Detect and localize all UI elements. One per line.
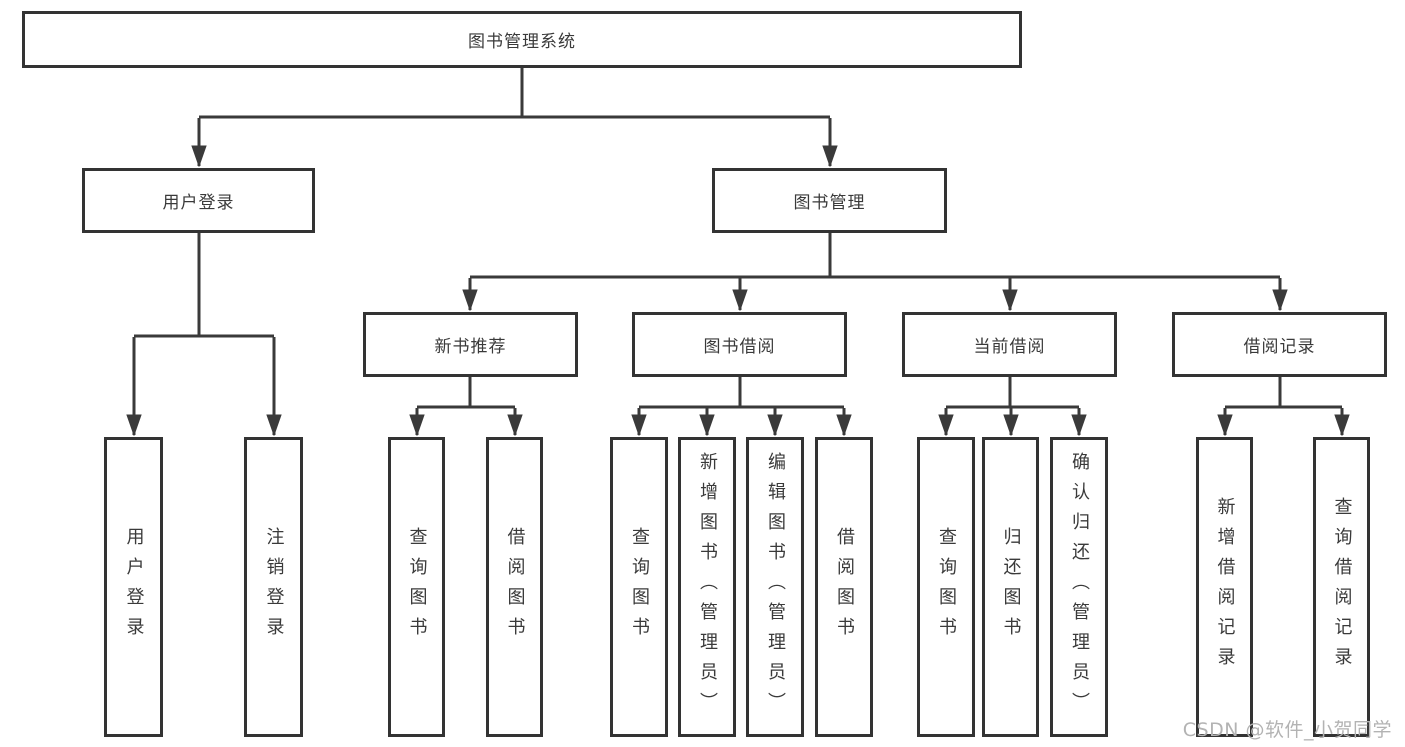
leaf-login: 用户登录 bbox=[104, 437, 163, 737]
leaf-br-query: 查询借阅记录 bbox=[1313, 437, 1370, 737]
leaf-bb-query: 查询图书 bbox=[610, 437, 668, 737]
leaf-logout: 注销登录 bbox=[244, 437, 303, 737]
node-user-login-label: 用户登录 bbox=[162, 193, 235, 213]
leaf-bb-edit: 编辑图书（管理员） bbox=[746, 437, 804, 737]
leaf-cb-confirm-label: 确认归还（管理员） bbox=[1069, 452, 1090, 722]
leaf-bb-borrow-label: 借阅图书 bbox=[834, 527, 855, 647]
node-new-book-rec-label: 新书推荐 bbox=[434, 337, 507, 357]
leaf-logout-label: 注销登录 bbox=[263, 527, 285, 647]
leaf-cb-query: 查询图书 bbox=[917, 437, 975, 737]
leaf-bb-query-label: 查询图书 bbox=[629, 527, 650, 647]
leaf-br-add-label: 新增借阅记录 bbox=[1214, 497, 1236, 677]
leaf-bb-borrow: 借阅图书 bbox=[815, 437, 873, 737]
leaf-nb-borrow: 借阅图书 bbox=[486, 437, 543, 737]
connector-trunks bbox=[134, 68, 1342, 409]
leaf-br-query-label: 查询借阅记录 bbox=[1331, 497, 1353, 677]
leaf-nb-query: 查询图书 bbox=[388, 437, 445, 737]
leaf-br-add: 新增借阅记录 bbox=[1196, 437, 1253, 737]
leaf-cb-return-label: 归还图书 bbox=[1000, 527, 1022, 647]
node-book-borrow-label: 图书借阅 bbox=[703, 337, 776, 357]
node-book-mgmt-label: 图书管理 bbox=[793, 193, 866, 213]
node-book-borrow: 图书借阅 bbox=[632, 312, 847, 377]
leaf-cb-query-label: 查询图书 bbox=[936, 527, 957, 647]
node-book-mgmt: 图书管理 bbox=[712, 168, 947, 233]
csdn-watermark: CSDN @软件_小贺同学 bbox=[1182, 719, 1392, 741]
node-current-borrow-label: 当前借阅 bbox=[973, 337, 1046, 357]
leaf-bb-add-label: 新增图书（管理员） bbox=[697, 452, 718, 722]
node-root-label: 图书管理系统 bbox=[468, 32, 576, 52]
node-borrow-records-label: 借阅记录 bbox=[1243, 337, 1316, 357]
leaf-cb-confirm: 确认归还（管理员） bbox=[1050, 437, 1108, 737]
node-current-borrow: 当前借阅 bbox=[902, 312, 1117, 377]
node-new-book-rec: 新书推荐 bbox=[363, 312, 578, 377]
node-root: 图书管理系统 bbox=[22, 11, 1022, 68]
node-user-login: 用户登录 bbox=[82, 168, 315, 233]
leaf-cb-return: 归还图书 bbox=[982, 437, 1039, 737]
leaf-nb-borrow-label: 借阅图书 bbox=[504, 527, 526, 647]
leaf-bb-edit-label: 编辑图书（管理员） bbox=[765, 452, 786, 722]
node-borrow-records: 借阅记录 bbox=[1172, 312, 1387, 377]
leaf-nb-query-label: 查询图书 bbox=[406, 527, 428, 647]
leaf-login-label: 用户登录 bbox=[123, 527, 145, 647]
leaf-bb-add: 新增图书（管理员） bbox=[678, 437, 736, 737]
